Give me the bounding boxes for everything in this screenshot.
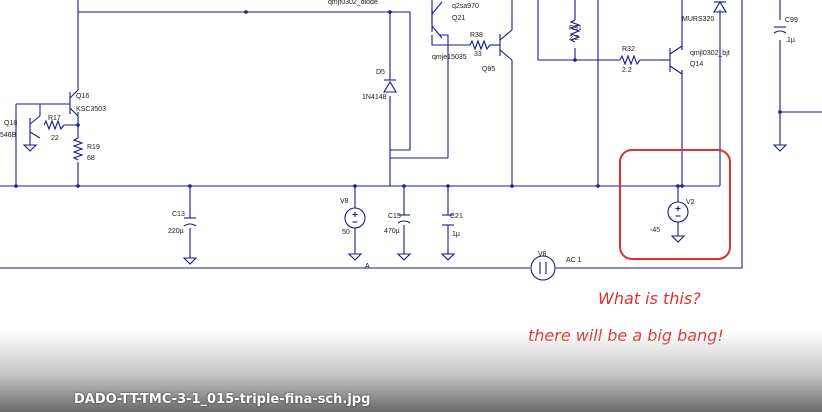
capacitor-c13-symbol: [183, 217, 197, 227]
r19-label: R19: [87, 144, 100, 151]
v8-ac-label: V8: [538, 251, 547, 258]
v2-label: V2: [686, 199, 695, 206]
c15-label: C15: [388, 213, 401, 220]
v8-dc-label: V8: [340, 198, 349, 205]
v2-value: -45: [650, 227, 660, 234]
capacitor-c21-symbol: [442, 214, 454, 226]
r19-value: 68: [87, 155, 95, 162]
q21-label: Q21: [452, 15, 465, 22]
c13-value: 220µ: [168, 228, 184, 235]
d5-label: D5: [376, 69, 385, 76]
capacitor-c15-symbol: [397, 214, 411, 224]
wires: [0, 0, 822, 269]
r91-label: R91: [569, 25, 582, 32]
r91-value: 2.2: [569, 35, 579, 42]
q16-label: Q16: [76, 93, 89, 100]
murs320-label: MURS320: [682, 16, 714, 23]
ground-symbols: [22, 144, 788, 265]
node-a-label: A: [365, 263, 370, 270]
q14-model-label: qmjl0302_bjt: [690, 50, 730, 57]
r38-value: 33: [474, 51, 482, 58]
c99-value: .1µ: [785, 37, 795, 44]
c21-label: C21: [450, 213, 463, 220]
component-labels: qmjf0302_diode q2sa970 Q21 R91 2.2 MURS3…: [0, 0, 798, 270]
r17-value: 22: [51, 135, 59, 142]
c21-value: .1µ: [450, 231, 460, 238]
v8-ac-value: AC 1: [566, 257, 582, 264]
transistor-q18-symbol: [29, 104, 41, 139]
resistor-r91-symbol: [569, 19, 581, 43]
transistor-q14-symbol: [660, 45, 683, 75]
transistor-q16-symbol: [69, 89, 79, 117]
r32-value: 2.2: [622, 67, 632, 74]
d5-model-label: 1N4148: [362, 94, 387, 101]
q95-label: Q95: [482, 66, 495, 73]
c99-label: C99: [785, 17, 798, 24]
resistor-r19-symbol: [72, 137, 84, 161]
junction-dots: [14, 10, 782, 188]
diode-murs320-symbol: [713, 0, 727, 13]
q95-model-label: qmje15035: [432, 54, 467, 61]
q14-label: Q14: [690, 61, 703, 68]
c13-label: C13: [172, 211, 185, 218]
q18-model-label: 546B: [0, 132, 17, 139]
c15-value: 470µ: [384, 228, 400, 235]
voltage-source-v8-50-symbol: [344, 207, 366, 229]
resistor-r32-symbol: [619, 54, 641, 66]
v8-dc-value: 50: [342, 229, 350, 236]
resistor-r38-symbol: [469, 39, 491, 51]
q21-model-label: q2sa970: [452, 3, 479, 10]
voltage-source-v2-symbol: [667, 201, 689, 223]
r17-label: R17: [48, 115, 61, 122]
diode-top-label: qmjf0302_diode: [328, 0, 378, 6]
highlight-box: [619, 149, 731, 260]
r32-label: R32: [622, 46, 635, 53]
ac-source-v8-symbol: [530, 255, 556, 281]
image-caption: DADO-TT-TMC-3-1_015-triple-fina-sch.jpg: [74, 392, 371, 407]
transistor-q95-symbol: [499, 29, 513, 61]
q16-model-label: KSC3503: [76, 106, 106, 113]
q18-label: Q18: [4, 120, 17, 127]
caption-overlay: [0, 330, 822, 412]
r38-label: R38: [470, 32, 483, 39]
transistor-q21-symbol: [431, 1, 443, 39]
diode-d5-symbol: [383, 79, 397, 93]
resistor-r17-symbol: [43, 119, 78, 131]
annotation-question: What is this?: [598, 289, 701, 308]
capacitor-c99-symbol: [773, 26, 787, 34]
